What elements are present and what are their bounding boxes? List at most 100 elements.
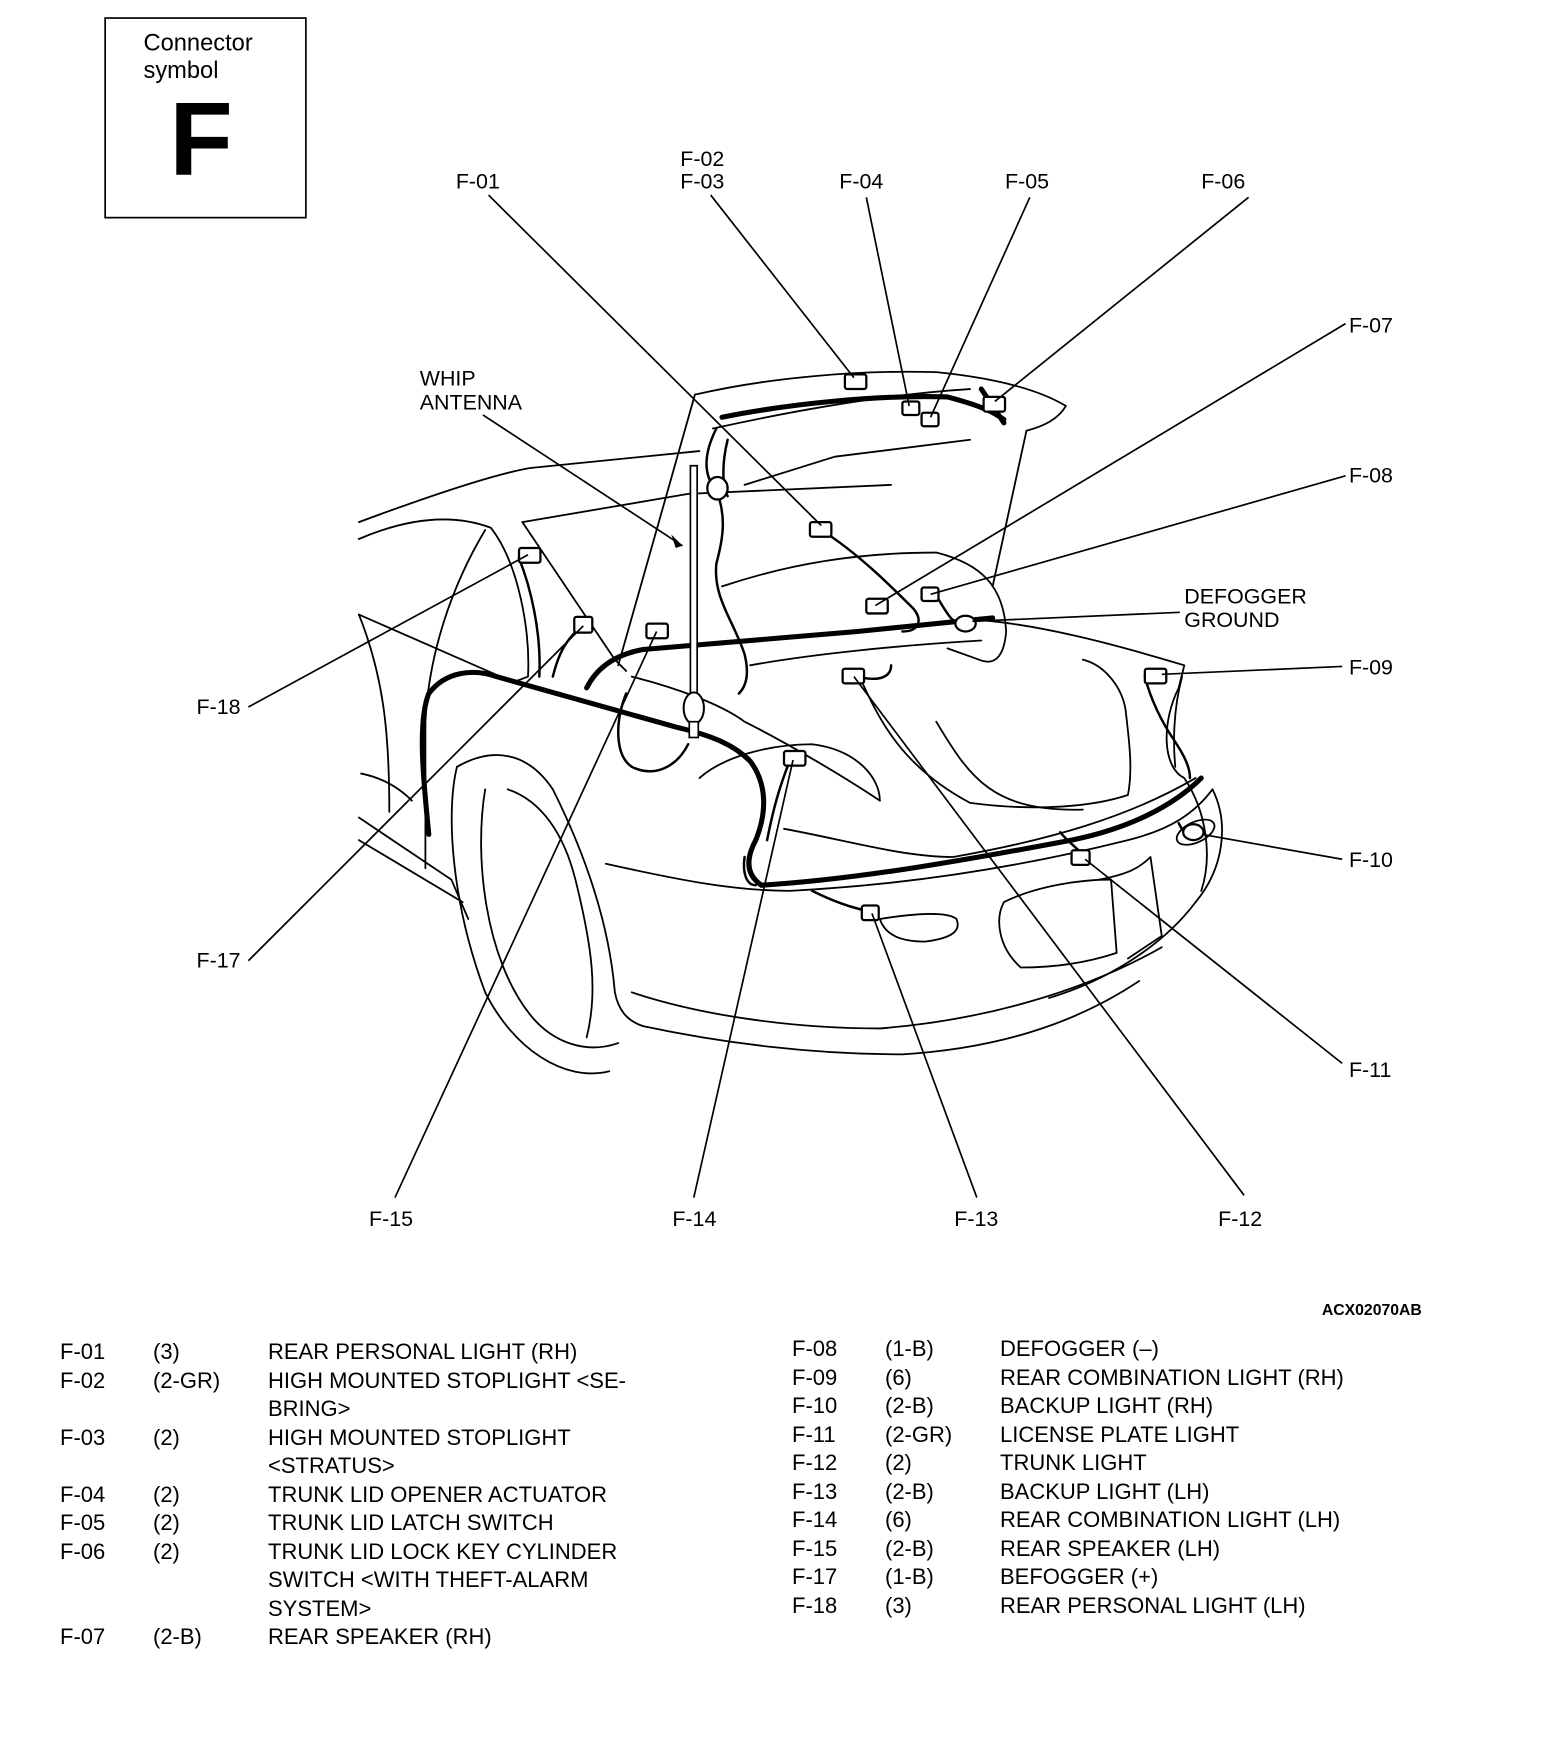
legend-row: F-18 (3) REAR PERSONAL LIGHT (LH) <box>792 1592 1532 1621</box>
legend-desc: LICENSE PLATE LIGHT <box>1000 1421 1240 1447</box>
legend-pins: (2) <box>153 1510 180 1535</box>
legend-desc-line: SWITCH <WITH THEFT-ALARM <box>268 1567 589 1592</box>
legend-desc-line: TRUNK LID LATCH SWITCH <box>268 1510 554 1535</box>
whip-antenna-line1: WHIP <box>420 367 476 391</box>
callout-f04: F-04 <box>839 169 883 193</box>
legend-desc: REAR SPEAKER (LH) <box>1000 1535 1221 1561</box>
callout-f09: F-09 <box>1349 655 1393 679</box>
connector-f05 <box>920 411 940 428</box>
legend-row: F-14 (6) REAR COMBINATION LIGHT (LH) <box>792 1506 1532 1535</box>
symbol-title-line2: symbol <box>143 58 218 84</box>
legend-desc: REAR PERSONAL LIGHT (LH) <box>1000 1592 1306 1618</box>
legend-id: F-06 <box>60 1538 106 1564</box>
legend-desc-line: <STRATUS> <box>268 1453 395 1478</box>
callout-f05: F-05 <box>1005 169 1049 193</box>
legend-id: F-05 <box>60 1510 106 1535</box>
legend-pins: (2) <box>153 1424 180 1450</box>
connectors <box>517 373 1205 922</box>
legend-id: F-07 <box>60 1624 106 1649</box>
legend-desc: REAR COMBINATION LIGHT (RH) <box>1000 1364 1344 1390</box>
callout-f13: F-13 <box>954 1207 998 1231</box>
legend-id: F-13 <box>792 1478 838 1504</box>
legend-pins: (1-B) <box>885 1564 934 1589</box>
legend-desc: BACKUP LIGHT (LH) <box>1000 1478 1210 1504</box>
legend-row: F-06 (2) TRUNK LID LOCK KEY CYLINDER SWI… <box>60 1538 720 1624</box>
legend-pins: (3) <box>885 1592 912 1618</box>
legend-id: F-08 <box>792 1336 838 1361</box>
legend-id: F-18 <box>792 1592 838 1618</box>
connector-f10 <box>1182 823 1205 842</box>
legend-desc-line: REAR PERSONAL LIGHT (RH) <box>268 1339 578 1364</box>
legend-pins: (3) <box>153 1339 180 1364</box>
whip-antenna <box>682 464 705 739</box>
legend-desc: HIGH MOUNTED STOPLIGHT <SE- BRING> <box>268 1367 720 1424</box>
legend-desc: DEFOGGER (–) <box>1000 1336 1159 1361</box>
car-body-outline <box>357 370 1223 1075</box>
legend-row: F-17 (1-B) BEFOGGER (+) <box>792 1563 1532 1592</box>
legend-desc: REAR PERSONAL LIGHT (RH) <box>268 1338 720 1367</box>
connector-f12 <box>841 667 866 685</box>
connector-f06 <box>982 395 1007 413</box>
callout-f01: F-01 <box>456 169 500 193</box>
connector-f08 <box>920 586 940 603</box>
legend-row: F-02 (2-GR) HIGH MOUNTED STOPLIGHT <SE- … <box>60 1367 720 1424</box>
connector-f17 <box>573 615 594 634</box>
legend-pins: (2-GR) <box>885 1421 953 1447</box>
antenna-connector <box>706 475 729 501</box>
callout-f18: F-18 <box>196 695 240 719</box>
legend-id: F-04 <box>60 1481 106 1507</box>
legend-pins: (2) <box>885 1450 912 1475</box>
legend-id: F-01 <box>60 1339 106 1364</box>
connector-legend-left: F-01 (3) REAR PERSONAL LIGHT (RH) F-02 (… <box>60 1338 720 1652</box>
legend-pins: (6) <box>885 1507 912 1532</box>
legend-desc: TRUNK LID OPENER ACTUATOR <box>268 1481 720 1510</box>
callout-f03: F-03 <box>680 169 724 193</box>
connector-f04 <box>901 400 921 417</box>
connector-f07 <box>865 597 889 615</box>
legend-row: F-05 (2) TRUNK LID LATCH SWITCH <box>60 1509 720 1538</box>
callout-f12: F-12 <box>1218 1207 1262 1231</box>
connector-f01 <box>808 520 833 538</box>
legend-row: F-12 (2) TRUNK LIGHT <box>792 1449 1532 1478</box>
legend-row: F-13 (2-B) BACKUP LIGHT (LH) <box>792 1478 1532 1507</box>
legend-row: F-15 (2-B) REAR SPEAKER (LH) <box>792 1535 1532 1564</box>
callout-f07: F-07 <box>1349 314 1393 338</box>
callout-f11: F-11 <box>1349 1058 1391 1082</box>
legend-id: F-02 <box>60 1367 106 1393</box>
legend-row: F-08 (1-B) DEFOGGER (–) <box>792 1335 1532 1364</box>
legend-pins: (2-B) <box>885 1535 934 1561</box>
connector-defogger-ground <box>954 614 977 633</box>
legend-desc-line: BRING> <box>268 1396 351 1421</box>
figure-code: ACX02070AB <box>1322 1302 1422 1319</box>
callout-f06: F-06 <box>1201 169 1245 193</box>
connector-f13 <box>860 904 880 922</box>
legend-pins: (2) <box>153 1481 180 1507</box>
legend-desc: REAR COMBINATION LIGHT (LH) <box>1000 1507 1341 1532</box>
legend-desc-line: HIGH MOUNTED STOPLIGHT <SE- <box>268 1367 626 1393</box>
legend-row: F-11 (2-GR) LICENSE PLATE LIGHT <box>792 1421 1532 1450</box>
legend-row: F-09 (6) REAR COMBINATION LIGHT (RH) <box>792 1364 1532 1393</box>
legend-id: F-12 <box>792 1450 838 1475</box>
leader-lines <box>247 194 1347 1198</box>
connector-f15 <box>645 622 669 640</box>
callout-f10: F-10 <box>1349 848 1393 872</box>
legend-row: F-07 (2-B) REAR SPEAKER (RH) <box>60 1623 720 1652</box>
callout-f14: F-14 <box>672 1207 716 1231</box>
whip-antenna-line2: ANTENNA <box>420 390 523 414</box>
connector-f09 <box>1143 667 1168 685</box>
legend-pins: (1-B) <box>885 1336 934 1361</box>
legend-id: F-11 <box>792 1421 836 1447</box>
legend-id: F-17 <box>792 1564 838 1589</box>
callout-labels: F-01 F-02 F-03 F-04 F-05 F-06 F-07 F-08 … <box>196 147 1421 1319</box>
legend-pins: (2) <box>153 1538 180 1564</box>
callout-f17: F-17 <box>196 949 240 973</box>
legend-id: F-10 <box>792 1393 838 1418</box>
legend-desc: HIGH MOUNTED STOPLIGHT <STRATUS> <box>268 1424 720 1481</box>
connector-f11 <box>1070 849 1091 867</box>
legend-desc: TRUNK LID LOCK KEY CYLINDER SWITCH <WITH… <box>268 1538 720 1624</box>
legend-id: F-15 <box>792 1535 838 1561</box>
connector-symbol-box: Connector symbol F <box>104 17 307 219</box>
legend-pins: (2-GR) <box>153 1367 221 1393</box>
legend-desc-line: REAR SPEAKER (RH) <box>268 1624 492 1649</box>
